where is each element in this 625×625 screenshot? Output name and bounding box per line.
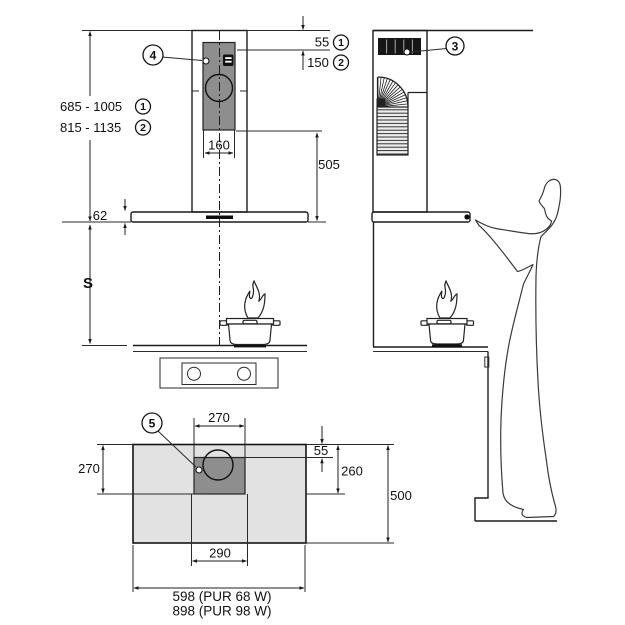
svg-text:1: 1 — [338, 37, 344, 49]
callout-5-leader-dot — [195, 466, 203, 474]
pot-side — [420, 280, 475, 347]
dim-plan-left-depth: 270 — [78, 461, 100, 476]
pot-front — [219, 280, 281, 348]
callout-3: 3 — [403, 36, 465, 56]
plan-view: 270 270 55 260 500 290 598 (PUR 68 W) 89… — [78, 410, 412, 619]
variant-2-badge — [134, 119, 152, 136]
svg-text:5: 5 — [149, 416, 156, 430]
dim-mounting-distance: S — [83, 275, 93, 292]
front-dimensions: 685 - 1005 1 815 - 1135 2 55 1 150 2 160… — [60, 16, 350, 346]
base-cabinet — [373, 346, 557, 522]
dim-top-offset-2: 150 — [307, 55, 329, 70]
wall-vent-grille — [378, 38, 421, 55]
duct-outlet-circle — [204, 73, 234, 103]
variant-2-badge — [332, 54, 350, 71]
dim-vertical-drop: 505 — [318, 157, 340, 172]
dim-plan-top-width: 270 — [208, 410, 230, 425]
dim-height-range-2: 815 - 1135 — [60, 120, 121, 135]
cooktop-control-panel — [159, 357, 279, 389]
side-view: 505 3 — [315, 29, 562, 522]
power-socket-icon — [223, 54, 234, 66]
dim-plan-cutout-width: 290 — [209, 546, 231, 561]
flame-icon — [436, 280, 458, 319]
callout-4-leader-dot — [202, 57, 210, 65]
dim-plan-total-depth: 500 — [390, 488, 412, 503]
flame-icon — [244, 280, 266, 319]
variant-1-badge — [134, 98, 152, 115]
dim-plan-back-offset: 55 — [314, 443, 328, 458]
svg-text:2: 2 — [140, 122, 146, 134]
svg-text:1: 1 — [140, 101, 146, 113]
dim-height-range-1: 685 - 1005 — [60, 99, 122, 114]
cooktop-knob-left — [187, 366, 201, 381]
front-canopy — [130, 211, 309, 223]
dim-width-model-a: 598 (PUR 68 W) — [172, 589, 271, 604]
person-figure — [474, 178, 562, 519]
canopy-edge-switch — [464, 214, 470, 220]
svg-text:3: 3 — [452, 39, 459, 53]
dim-top-offset-1: 55 — [315, 35, 329, 50]
callout-5: 5 — [141, 412, 203, 474]
callout-4: 4 — [142, 44, 210, 66]
side-canopy — [371, 211, 471, 223]
dim-canopy-height: 62 — [93, 208, 107, 223]
duct-hole-circle — [202, 449, 234, 481]
svg-text:4: 4 — [150, 48, 157, 62]
variant-1-badge — [332, 34, 350, 51]
canopy-control-strip — [206, 215, 233, 219]
dim-width-model-b: 898 (PUR 98 W) — [172, 604, 271, 619]
cooktop-knob-right — [237, 366, 251, 381]
dim-duct-width: 160 — [208, 138, 230, 153]
svg-text:2: 2 — [338, 57, 344, 69]
chimney-footprint — [193, 456, 246, 495]
front-view — [130, 29, 309, 389]
corrugated-duct — [376, 106, 409, 156]
callout-3-leader-dot — [403, 48, 411, 56]
exhaust-duct — [376, 76, 427, 156]
cabinet-handle — [484, 356, 490, 368]
dim-plan-front-depth: 260 — [341, 464, 363, 479]
